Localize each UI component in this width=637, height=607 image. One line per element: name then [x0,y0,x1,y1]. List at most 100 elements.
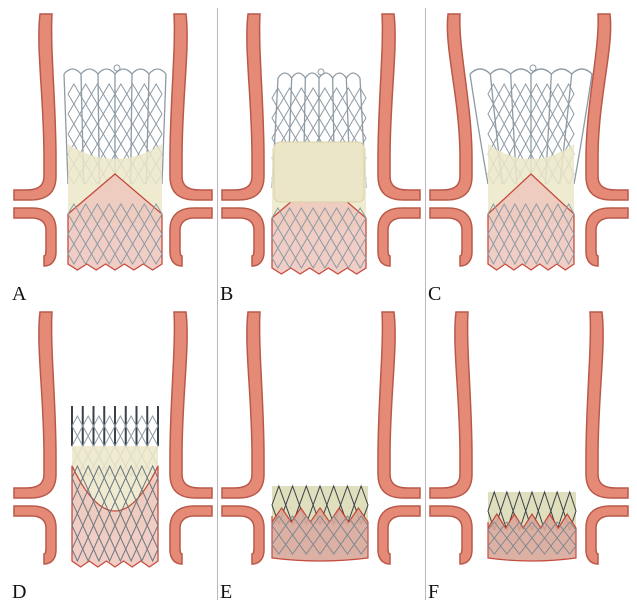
frame-arch [278,73,292,78]
annulus-right [378,506,420,564]
frame-cell [307,88,319,108]
panel-e: E [216,306,426,606]
frame-cell [296,108,308,128]
panel-d: D [8,306,218,606]
frame-cell [553,124,564,144]
frame-cell [531,104,542,124]
frame-cell [520,104,531,124]
annulus-left [14,506,56,564]
frame-cell [319,108,331,128]
frame-cell [553,84,564,104]
frame-cell [127,104,139,124]
frame-cell [331,108,343,128]
frame-cell [150,104,162,124]
panel-letter-f: F [428,582,439,602]
frame-cell [103,124,115,144]
frame-cell [92,104,104,124]
annulus-left [222,506,264,564]
frame-cell [531,84,542,104]
frame-loop [114,65,120,71]
frame-cell [147,416,158,436]
frame-arch [305,73,319,78]
frame-cell [510,104,521,124]
aortic-wall-left [222,312,264,498]
frame-cell [510,124,521,144]
frame-cell [72,416,83,436]
frame-cell [307,108,319,128]
frame-arch [333,73,347,78]
annulus-right [586,208,628,266]
valve-illustration-f [424,306,634,606]
frame-cell [80,124,92,144]
panel-b: B [216,8,426,308]
frame-cell [103,84,115,104]
panel-letter-b: B [220,284,233,304]
valve-leaflet-cusps [274,142,364,202]
frame-cell [127,124,139,144]
panel-a: A [8,8,218,308]
valve-illustration-d [8,306,218,606]
frame-cell [137,416,148,436]
frame-arch [490,69,510,74]
aortic-wall-left [14,14,56,200]
frame-arch [470,69,490,74]
frame-cell [68,84,80,104]
frame-cell [150,84,162,104]
annulus-left [430,208,472,266]
aortic-wall-left [14,312,56,498]
frame-cell [68,104,80,124]
frame-cell [542,124,553,144]
annulus-left [14,208,56,266]
aortic-wall-right [378,312,420,498]
annulus-left [430,506,472,564]
aortic-wall-right [170,14,212,200]
frame-cell [126,416,137,436]
frame-cell [499,104,510,124]
frame-cell [272,108,284,128]
frame-cell [343,88,355,108]
aortic-wall-right [378,14,420,200]
frame-arch [98,69,115,74]
frame-arch [292,73,306,78]
frame-cell [284,88,296,108]
panel-c: C [424,8,634,308]
valve-illustration-a [8,8,218,308]
frame-arch [149,69,166,74]
frame-cell [115,416,126,436]
valve-illustration-e [216,306,426,606]
aortic-wall-right [170,312,212,498]
frame-cell [499,84,510,104]
frame-arch [511,69,531,74]
frame-loop [530,65,536,71]
frame-arch [81,69,98,74]
aortic-wall-right [586,14,628,200]
frame-cell [103,104,115,124]
aortic-wall-left [430,312,472,498]
panel-letter-c: C [428,284,441,304]
annulus-right [586,506,628,564]
frame-cell [92,84,104,104]
frame-arch [531,69,551,74]
frame-cell [499,124,510,144]
frame-cell [520,84,531,104]
frame-arch [115,69,132,74]
frame-cell [354,108,366,128]
frame-arch [346,73,360,78]
frame-strut [162,74,166,184]
frame-cell [83,416,94,436]
frame-cell [115,84,127,104]
frame-arch [132,69,149,74]
frame-cell [553,104,564,124]
panel-letter-e: E [220,582,232,602]
valve-illustration-b [216,8,426,308]
frame-cell [115,104,127,124]
frame-cell [319,88,331,108]
panel-letter-a: A [12,284,26,304]
aortic-wall-left [222,14,264,200]
frame-cell [104,416,115,436]
annulus-left [222,208,264,266]
frame-cell [94,416,105,436]
frame-arch [64,69,81,74]
frame-arch [319,73,333,78]
